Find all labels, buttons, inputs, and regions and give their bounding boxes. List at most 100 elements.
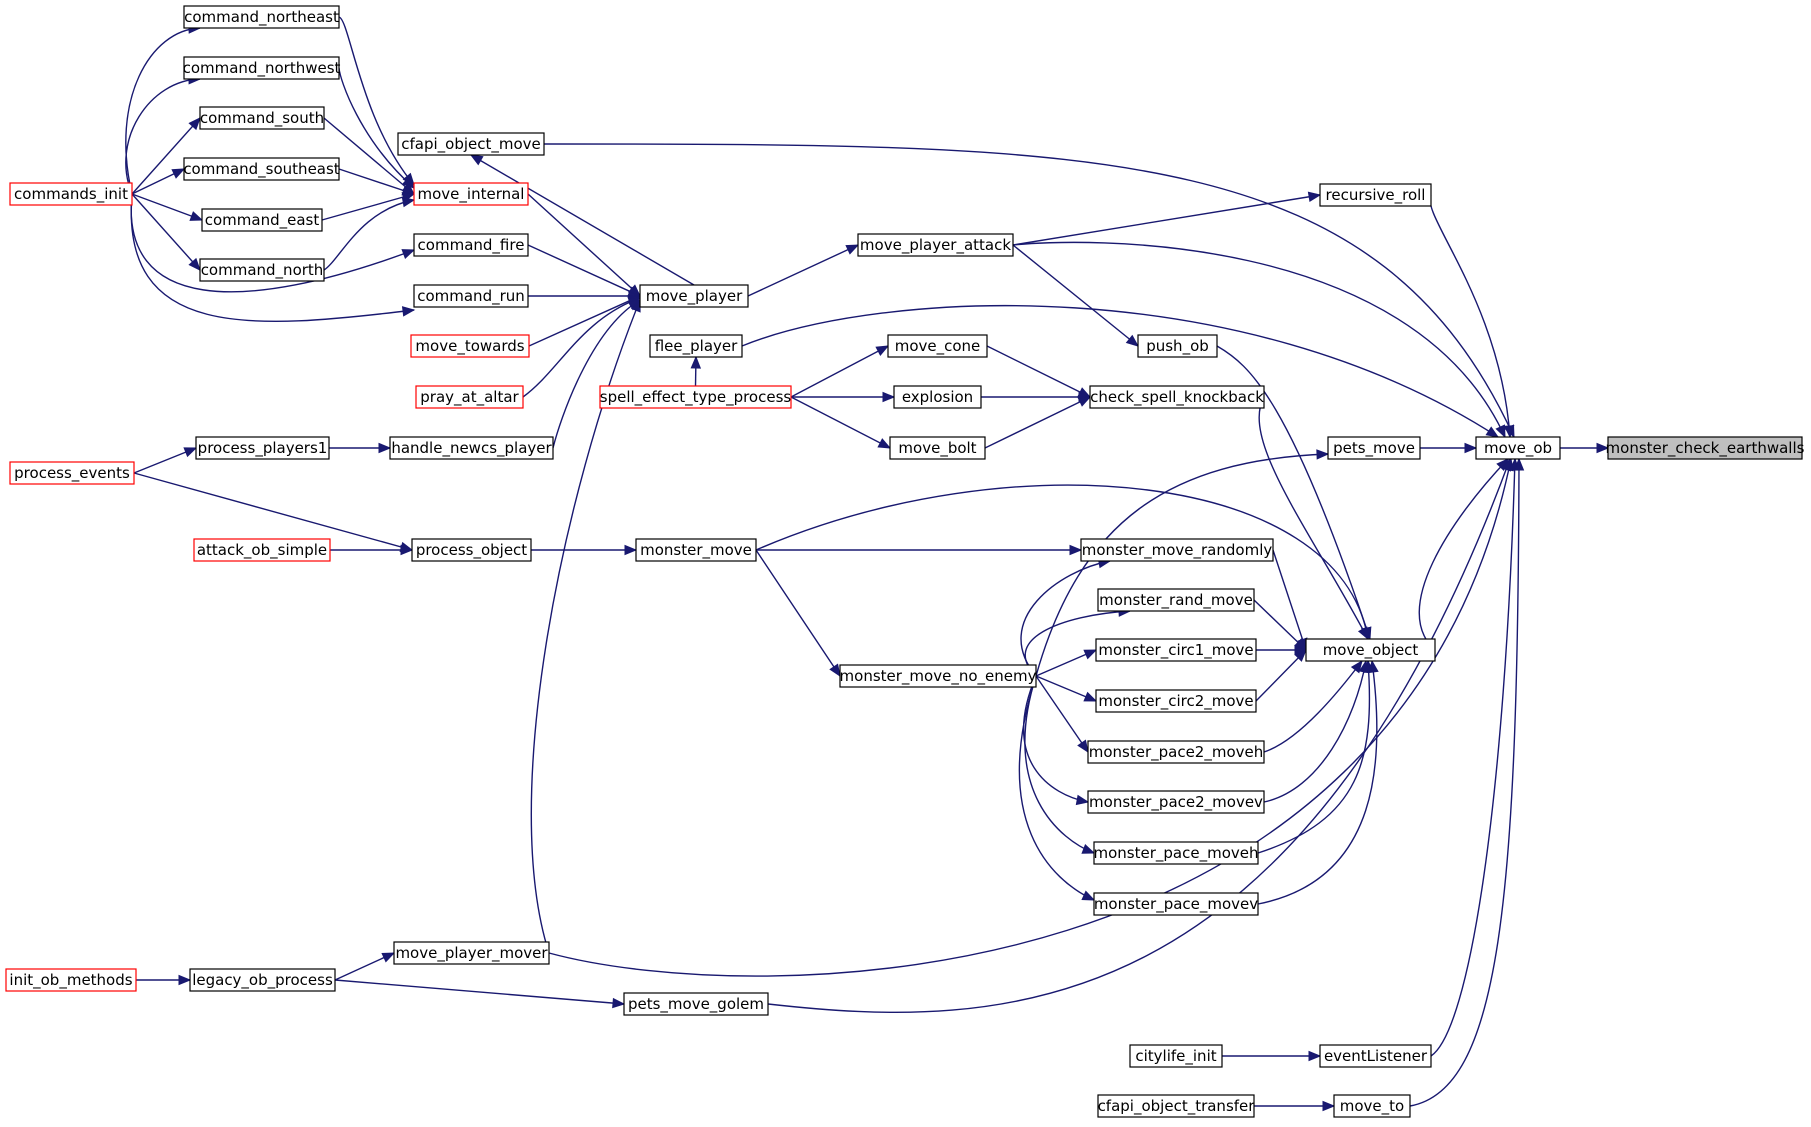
node-move_to[interactable]: move_to (1333, 1094, 1411, 1118)
node-box (1097, 588, 1255, 612)
edge-commands_init-to-command_east (131, 193, 204, 221)
edge-arrowhead (1503, 425, 1515, 439)
node-box (1319, 1044, 1432, 1068)
node-process_object[interactable]: process_object (411, 538, 532, 562)
node-cfapi_object_move[interactable]: cfapi_object_move (397, 132, 545, 156)
edge-arrowhead (1294, 649, 1307, 662)
node-move_ob[interactable]: move_ob (1475, 436, 1561, 460)
node-spell_effect_type_process[interactable]: spell_effect_type_process (599, 385, 792, 409)
edge-line (986, 345, 1091, 398)
edge-line (130, 193, 415, 323)
edge-line (1023, 675, 1089, 803)
edge-arrowhead (183, 447, 198, 458)
edge-monster_move_no_enemy-to-pets_move (1035, 449, 1330, 677)
node-explosion[interactable]: explosion (893, 385, 982, 409)
node-init_ob_methods[interactable]: init_ob_methods (5, 968, 137, 992)
edge-command_southeast-to-move_internal (338, 168, 416, 196)
node-box (887, 334, 988, 358)
node-move_player_mover[interactable]: move_player_mover (393, 941, 550, 965)
node-label: monster_move (640, 541, 752, 560)
node-handle_newcs_player[interactable]: handle_newcs_player (389, 436, 554, 460)
edge-line (528, 295, 641, 347)
node-command_run[interactable]: command_run (413, 284, 529, 308)
node-label: command_east (205, 211, 320, 230)
edge-line (1035, 675, 1089, 753)
edge-cfapi_object_transfer-to-move_to (1254, 1100, 1336, 1112)
node-label: monster_pace_movev (1094, 895, 1258, 914)
node-pets_move[interactable]: pets_move (1327, 436, 1421, 460)
node-command_east[interactable]: command_east (201, 208, 323, 232)
edge-move_player_attack-to-recursive_roll (1012, 191, 1322, 246)
edge-move_cone-to-check_spell_knockback (986, 345, 1092, 398)
node-monster_circ1_move[interactable]: monster_circ1_move (1095, 638, 1257, 662)
node-label: monster_rand_move (1099, 591, 1253, 610)
edge-arrowhead (1081, 890, 1096, 901)
edge-line (470, 154, 695, 286)
node-command_south[interactable]: command_south (199, 106, 325, 130)
node-process_players1[interactable]: process_players1 (195, 436, 330, 460)
node-recursive_roll[interactable]: recursive_roll (1319, 183, 1432, 207)
node-monster_check_earthwalls[interactable]: monster_check_earthwalls (1606, 436, 1805, 460)
node-command_southeast[interactable]: command_southeast (183, 157, 340, 181)
node-monster_pace2_movev[interactable]: monster_pace2_movev (1087, 790, 1265, 814)
edge-commands_init-to-command_southeast (131, 168, 186, 195)
edge-spell_effect_type_process-to-flee_player (690, 355, 702, 387)
node-label: process_players1 (198, 439, 328, 458)
node-box (1089, 385, 1265, 409)
node-move_cone[interactable]: move_cone (887, 334, 988, 358)
node-move_player_attack[interactable]: move_player_attack (857, 233, 1014, 257)
node-eventListener[interactable]: eventListener (1319, 1044, 1432, 1068)
edge-arrowhead (1075, 794, 1090, 806)
edge-line (1018, 675, 1095, 901)
node-monster_pace_movev[interactable]: monster_pace_movev (1093, 892, 1259, 916)
node-monster_move_randomly[interactable]: monster_move_randomly (1080, 538, 1274, 562)
node-move_bolt[interactable]: move_bolt (889, 436, 986, 460)
node-legacy_ob_process[interactable]: legacy_ob_process (189, 968, 336, 992)
edge-arrowhead (1069, 544, 1083, 556)
node-box (1607, 436, 1803, 460)
edge-line (790, 396, 891, 449)
node-label: push_ob (1146, 337, 1209, 356)
edge-monster_pace2_movev-to-move_object (1263, 659, 1370, 803)
node-label: command_northwest (183, 59, 341, 78)
node-process_events[interactable]: process_events (9, 461, 135, 485)
node-citylife_init[interactable]: citylife_init (1129, 1044, 1223, 1068)
node-commands_init[interactable]: commands_init (9, 182, 133, 206)
node-monster_pace2_moveh[interactable]: monster_pace2_moveh (1087, 740, 1265, 764)
node-move_towards[interactable]: move_towards (410, 334, 530, 358)
edge-line (338, 67, 415, 189)
node-command_north[interactable]: command_north (199, 258, 325, 282)
node-monster_circ2_move[interactable]: monster_circ2_move (1095, 689, 1257, 713)
node-push_ob[interactable]: push_ob (1137, 334, 1218, 358)
node-monster_move_no_enemy[interactable]: monster_move_no_enemy (839, 664, 1037, 688)
node-move_internal[interactable]: move_internal (413, 182, 529, 206)
edge-layer (125, 16, 1610, 1112)
node-label: monster_pace2_moveh (1089, 743, 1264, 762)
node-pray_at_altar[interactable]: pray_at_altar (415, 385, 524, 409)
edge-command_run-to-move_player (528, 290, 642, 302)
node-monster_move[interactable]: monster_move (635, 538, 757, 562)
edge-arrowhead (171, 168, 186, 179)
node-label: process_object (416, 541, 527, 560)
node-monster_pace_moveh[interactable]: monster_pace_moveh (1093, 841, 1259, 865)
node-check_spell_knockback[interactable]: check_spell_knockback (1089, 385, 1265, 409)
node-flee_player[interactable]: flee_player (649, 334, 743, 358)
node-box (9, 182, 133, 206)
node-command_northwest[interactable]: command_northwest (183, 56, 341, 80)
node-attack_ob_simple[interactable]: attack_ob_simple (193, 538, 331, 562)
node-move_object[interactable]: move_object (1305, 638, 1436, 662)
node-cfapi_object_transfer[interactable]: cfapi_object_transfer (1097, 1094, 1256, 1118)
node-label: eventListener (1324, 1047, 1428, 1065)
edge-arrowhead (401, 306, 416, 317)
node-pets_move_golem[interactable]: pets_move_golem (623, 992, 769, 1016)
edge-move_to-to-move_ob (1409, 457, 1525, 1107)
node-move_player[interactable]: move_player (639, 284, 749, 308)
node-command_fire[interactable]: command_fire (413, 233, 529, 257)
node-box (1319, 183, 1432, 207)
edge-legacy_ob_process-to-move_player_mover (334, 952, 396, 981)
edge-monster_move_no_enemy-to-monster_pace_movev (1018, 675, 1096, 901)
node-label: init_ob_methods (9, 971, 132, 990)
node-monster_rand_move[interactable]: monster_rand_move (1097, 588, 1255, 612)
edge-line (755, 549, 841, 677)
node-command_northeast[interactable]: command_northeast (183, 5, 340, 29)
